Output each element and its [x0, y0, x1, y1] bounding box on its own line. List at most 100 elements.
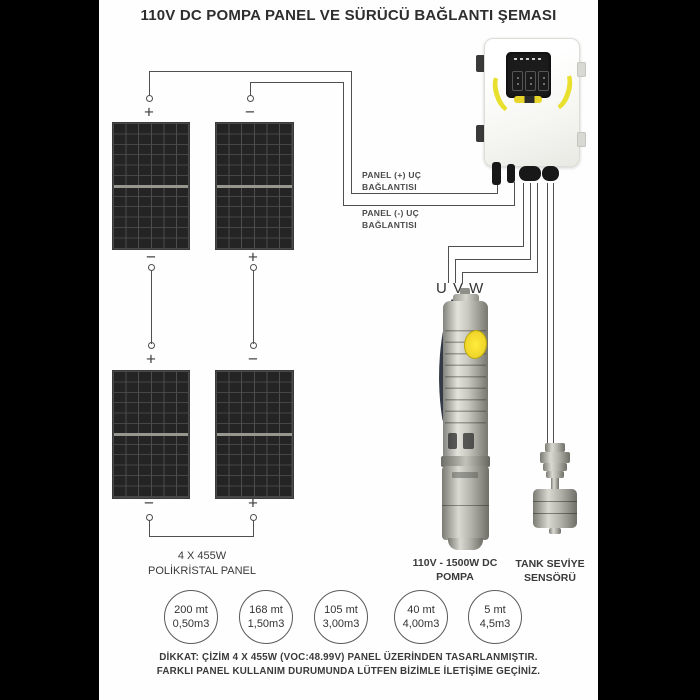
polarity-sign: − [146, 247, 156, 267]
solar-panel-bottom-right [215, 370, 294, 499]
wire-segment [351, 193, 498, 194]
pump-seam [442, 505, 489, 506]
warning-text: DİKKAT: ÇİZİM 4 X 455W (VOC:48.99V) PANE… [99, 651, 598, 679]
wire-segment [253, 520, 254, 537]
spec-depth: 105 mt [324, 603, 358, 616]
mounting-knob [476, 55, 485, 72]
wire-segment [149, 536, 254, 537]
pump-coupling-band [441, 456, 490, 467]
spec-flow: 3,00m3 [322, 618, 360, 630]
pump-bottom [448, 538, 483, 550]
brand-logo [514, 96, 542, 103]
uvw-label: U V W [436, 280, 485, 297]
sensor-stem [551, 478, 559, 489]
warning-line2: FARKLI PANEL KULLANIM DURUMUNDA LÜTFEN B… [156, 666, 541, 677]
spec-circle: 5 mt 4,5m3 [468, 590, 522, 644]
pump-caption-line1: 110V - 1500W DC [412, 557, 498, 569]
sensor-float-seam [533, 513, 577, 514]
wire-segment [455, 259, 456, 283]
pump-body [443, 301, 488, 458]
pump-cap [453, 294, 479, 303]
pump-print-mark [463, 433, 474, 449]
display-button-group [512, 71, 523, 91]
wire-segment [448, 246, 449, 283]
solar-panel-bottom-left [112, 370, 190, 499]
spec-circle: 200 mt 0,50m3 [164, 590, 218, 644]
panel-caption-line1: 4 X 455W [177, 550, 227, 562]
sensor-washer [546, 471, 564, 478]
solar-panel-top-left [112, 122, 190, 250]
wire-segment [149, 520, 150, 537]
cable-gland [492, 162, 501, 185]
letterbox-right [598, 0, 700, 700]
wire-segment [514, 182, 515, 205]
panel-plus-label-line2: BAĞLANTISI [362, 182, 417, 192]
panel-caption: 4 X 455W POLİKRİSTAL PANEL [127, 549, 277, 579]
polarity-sign: − [248, 349, 258, 369]
sensor-float [533, 489, 577, 528]
polarity-sign: + [144, 102, 154, 122]
page-title: 110V DC POMPA PANEL VE SÜRÜCÜ BAĞLANTI Ş… [140, 7, 557, 24]
spec-flow: 4,00m3 [402, 618, 440, 630]
wire-segment [455, 259, 531, 260]
solar-panel-top-right [215, 122, 294, 250]
pump-motor [442, 466, 489, 540]
pump-print-mark [448, 433, 457, 449]
sensor-caption-line1: TANK SEVİYE [515, 558, 585, 570]
spec-flow: 4,5m3 [479, 618, 511, 630]
wire-segment [462, 272, 463, 283]
cable-gland [519, 166, 541, 181]
terminal-dot [146, 95, 153, 102]
sensor-tip [549, 528, 561, 534]
wire-segment [253, 270, 254, 344]
display-button-group [538, 71, 549, 91]
wire-segment [547, 183, 548, 443]
wire-segment [250, 83, 251, 96]
spec-flow: 0,50m3 [172, 618, 210, 630]
polarity-sign: + [146, 349, 156, 369]
wire-segment [343, 82, 344, 206]
polarity-sign: − [245, 102, 255, 122]
spec-depth: 200 mt [174, 603, 208, 616]
panel-minus-label-line1: PANEL (-) UÇ [362, 208, 420, 218]
spec-depth: 40 mt [407, 603, 435, 616]
polarity-sign: + [248, 493, 258, 513]
sensor-float-seam [533, 501, 577, 502]
spec-depth: 5 mt [484, 603, 506, 616]
panel-minus-label: PANEL (-) UÇ BAĞLANTISI [362, 207, 419, 231]
wire-segment [497, 182, 498, 193]
panel-plus-label: PANEL (+) UÇ BAĞLANTISI [362, 169, 421, 193]
wire-segment [151, 270, 152, 344]
display-button-group [525, 71, 536, 91]
spec-circle: 40 mt 4,00m3 [394, 590, 448, 644]
wire-segment [530, 183, 531, 259]
sensor-thread-fitting [545, 443, 565, 452]
spec-circle: 105 mt 3,00m3 [314, 590, 368, 644]
wire-segment [250, 82, 344, 83]
polarity-sign: + [248, 247, 258, 267]
wire-segment [343, 205, 515, 206]
controller-display [506, 52, 551, 98]
wire-segment [537, 183, 538, 272]
pump-caption: 110V - 1500W DC POMPA [400, 556, 510, 584]
wire-segment [149, 72, 150, 96]
mounting-knob [476, 125, 485, 142]
panel-caption-line2: POLİKRİSTAL PANEL [147, 565, 256, 577]
cable-gland [507, 164, 515, 183]
display-indicator-row [514, 58, 541, 60]
sensor-hex-nut [543, 463, 567, 471]
sensor-caption-line2: SENSÖRÜ [524, 572, 576, 584]
wire-segment [523, 183, 524, 246]
mounting-tab [577, 62, 586, 77]
spec-flow: 1,50m3 [247, 618, 285, 630]
panel-minus-label-line2: BAĞLANTISI [362, 220, 417, 230]
spec-depth: 168 mt [249, 603, 283, 616]
letterbox-left [0, 0, 99, 700]
wire-segment [351, 71, 352, 194]
wire-segment [149, 71, 352, 72]
warning-line1: DİKKAT: ÇİZİM 4 X 455W (VOC:48.99V) PANE… [159, 652, 538, 663]
wire-segment [462, 272, 538, 273]
pump-caption-line2: POMPA [436, 571, 474, 583]
cable-gland [542, 166, 559, 181]
